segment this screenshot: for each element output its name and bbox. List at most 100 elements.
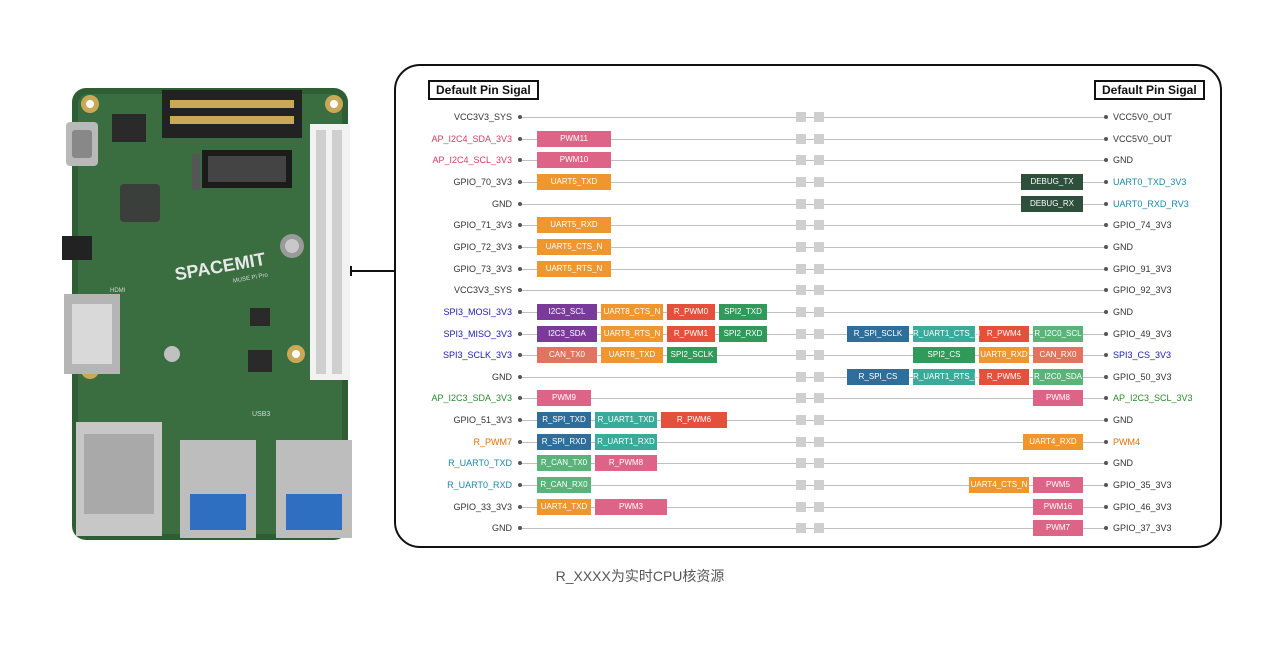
right-pin-dot xyxy=(1104,375,1108,379)
right-pin-label: VCC5V0_OUT xyxy=(1113,134,1173,144)
pin-wire xyxy=(520,204,1106,205)
function-chip: R_UART1_RTS_N xyxy=(913,369,980,385)
right-pin-dot xyxy=(1104,483,1108,487)
pin-wire xyxy=(520,182,1106,183)
pin-wire xyxy=(520,355,1106,356)
function-chip: R_SPI_RXD xyxy=(537,434,591,450)
function-chip: R_UART1_CTS_N xyxy=(913,326,980,342)
left-pin-label: AP_I2C4_SDA_3V3 xyxy=(431,134,512,144)
left-pin-dot xyxy=(518,375,522,379)
right-pin-label: GPIO_46_3V3 xyxy=(1113,502,1172,512)
right-pin-dot xyxy=(1104,353,1108,357)
function-chip: UART8_RXD xyxy=(979,347,1029,363)
left-pin-dot xyxy=(518,461,522,465)
left-pin-dot xyxy=(518,223,522,227)
left-pin-dot xyxy=(518,115,522,119)
header-pin-right xyxy=(814,458,824,468)
pinout-panel xyxy=(394,64,1222,548)
right-pin-dot xyxy=(1104,396,1108,400)
left-pin-label: GND xyxy=(492,199,512,209)
function-chip: SPI2_RXD xyxy=(719,326,767,342)
left-pin-label: SPI3_MISO_3V3 xyxy=(443,329,512,339)
pin-wire xyxy=(520,334,1106,335)
left-pin-label: R_PWM7 xyxy=(473,437,512,447)
right-pin-label: GPIO_49_3V3 xyxy=(1113,329,1172,339)
left-pin-dot xyxy=(518,396,522,400)
pin-wire xyxy=(520,312,1106,313)
pin-wire xyxy=(520,247,1106,248)
connector-line xyxy=(350,270,394,272)
right-pin-dot xyxy=(1104,137,1108,141)
function-chip: R_PWM1 xyxy=(667,326,715,342)
function-chip: R_PWM5 xyxy=(979,369,1029,385)
function-chip: PWM10 xyxy=(537,152,611,168)
right-pin-label: GND xyxy=(1113,155,1133,165)
right-pin-label: GPIO_74_3V3 xyxy=(1113,220,1172,230)
right-pin-dot xyxy=(1104,115,1108,119)
header-pin-right xyxy=(814,112,824,122)
right-pin-dot xyxy=(1104,505,1108,509)
header-pin-right xyxy=(814,264,824,274)
header-pin-right xyxy=(814,523,824,533)
right-pin-dot xyxy=(1104,440,1108,444)
right-pin-label: GND xyxy=(1113,307,1133,317)
function-chip: R_PWM6 xyxy=(661,412,727,428)
function-chip: R_PWM0 xyxy=(667,304,715,320)
function-chip: UART4_TXD xyxy=(537,499,591,515)
header-pin-left xyxy=(796,220,806,230)
header-pin-right xyxy=(814,155,824,165)
left-pin-dot xyxy=(518,440,522,444)
right-pin-label: SPI3_CS_3V3 xyxy=(1113,350,1172,360)
right-pin-label: VCC5V0_OUT xyxy=(1113,112,1173,122)
left-pin-label: R_UART0_RXD xyxy=(447,480,512,490)
header-pin-right xyxy=(814,480,824,490)
right-pin-dot xyxy=(1104,223,1108,227)
header-pin-left xyxy=(796,393,806,403)
pin-wire xyxy=(520,507,1106,508)
header-pin-right xyxy=(814,350,824,360)
function-chip: R_PWM4 xyxy=(979,326,1029,342)
function-chip: R_SPI_CS xyxy=(847,369,909,385)
header-pin-left xyxy=(796,264,806,274)
left-pin-label: R_UART0_TXD xyxy=(448,458,512,468)
right-pin-label: GPIO_92_3V3 xyxy=(1113,285,1172,295)
right-pin-dot xyxy=(1104,245,1108,249)
header-pin-left xyxy=(796,502,806,512)
header-pin-left xyxy=(796,372,806,382)
function-chip: I2C3_SDA xyxy=(537,326,597,342)
header-pin-right xyxy=(814,393,824,403)
left-pin-label: AP_I2C3_SDA_3V3 xyxy=(431,393,512,403)
header-pin-right xyxy=(814,415,824,425)
right-pin-dot xyxy=(1104,202,1108,206)
left-pin-label: GPIO_70_3V3 xyxy=(453,177,512,187)
header-pin-right xyxy=(814,199,824,209)
pin-wire xyxy=(520,442,1106,443)
right-pin-dot xyxy=(1104,332,1108,336)
right-pin-label: UART0_TXD_3V3 xyxy=(1113,177,1187,187)
right-pin-label: UART0_RXD_RV3 xyxy=(1113,199,1189,209)
pin-wire xyxy=(520,528,1106,529)
board-image: SPACEMIT MUSE Pi Pro HDMI USB3 xyxy=(62,88,352,540)
right-pin-label: GPIO_50_3V3 xyxy=(1113,372,1172,382)
pin-wire xyxy=(520,225,1106,226)
right-pin-dot xyxy=(1104,158,1108,162)
function-chip: UART4_RXD xyxy=(1023,434,1083,450)
left-pin-dot xyxy=(518,288,522,292)
left-pin-label: GND xyxy=(492,372,512,382)
left-pin-label: SPI3_SCLK_3V3 xyxy=(442,350,512,360)
header-pin-left xyxy=(796,285,806,295)
left-pin-dot xyxy=(518,418,522,422)
function-chip: PWM7 xyxy=(1033,520,1083,536)
